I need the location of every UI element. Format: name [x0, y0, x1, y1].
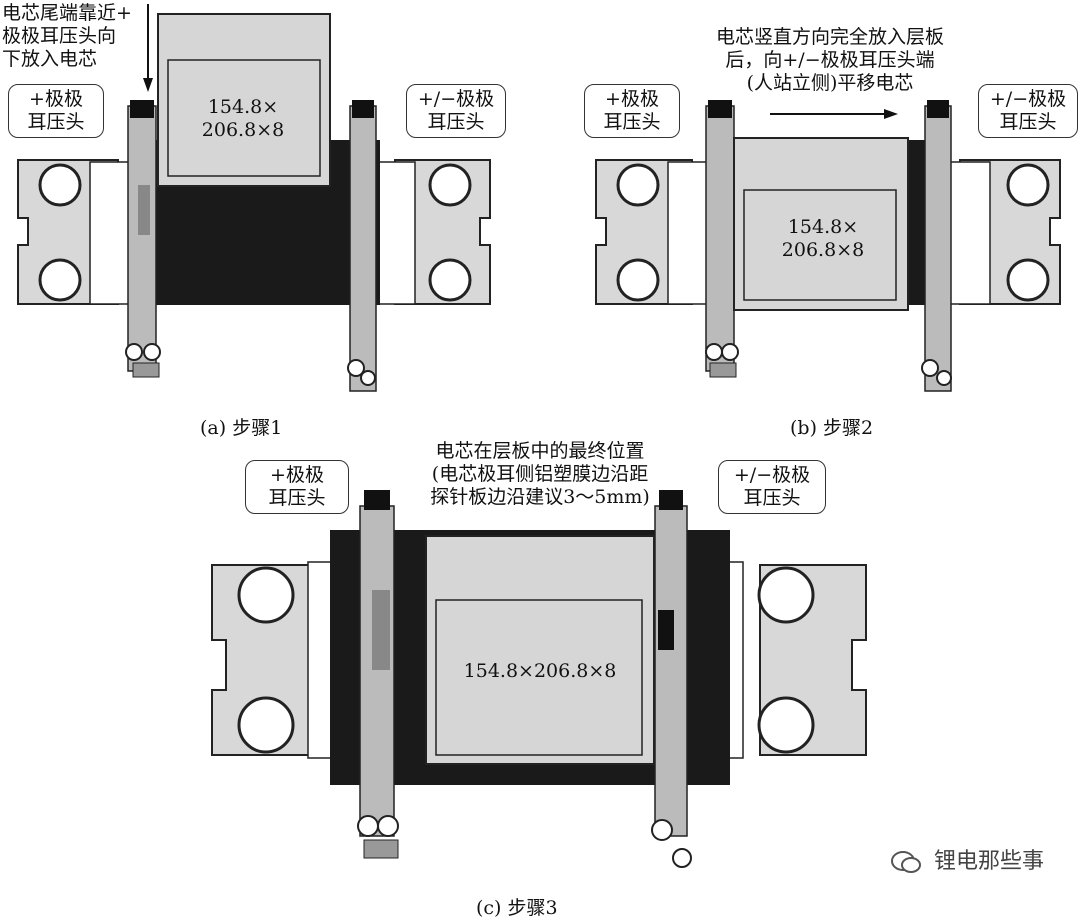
note-line: 探针板边沿建议3～5mm) — [430, 486, 650, 508]
cell-line: 206.8×8 — [201, 119, 285, 141]
callout-line: 耳压头 — [603, 111, 661, 133]
callout-line: 耳压头 — [268, 487, 326, 509]
watermark-text: 锂电那些事 — [933, 849, 1044, 874]
callout-line: +/−极极 — [733, 464, 811, 486]
note-line: 电芯尾端靠近+ — [2, 2, 132, 24]
cell-line: 154.8× — [207, 96, 279, 118]
callout-line: +极极 — [605, 88, 659, 110]
cell-dimension-label: 154.8× 206.8×8 — [768, 216, 878, 262]
callout-line: 耳压头 — [743, 487, 801, 509]
note-line: 电芯在层板中的最终位置 — [435, 440, 645, 462]
callout-negative: +/−极极 耳压头 — [406, 84, 506, 138]
callout-negative: +/−极极 耳压头 — [718, 460, 826, 514]
note-line: (人站立侧)平移电芯 — [746, 72, 914, 94]
caption: (b) 步骤2 — [790, 417, 874, 439]
callout-line: +/−极极 — [989, 88, 1067, 110]
callout-line: 耳压头 — [427, 111, 485, 133]
wechat-icon — [890, 851, 921, 873]
note-line: 下放入电芯 — [2, 48, 98, 70]
callout-line: +极极 — [270, 464, 324, 486]
caption: (c) 步骤3 — [476, 897, 558, 919]
callout-positive: +极极 耳压头 — [584, 84, 680, 138]
note-line: 后，向+/−极极耳压头端 — [725, 49, 935, 71]
callout-positive: +极极 耳压头 — [8, 84, 104, 138]
note-line: 极极耳压头向 — [2, 25, 117, 47]
callout-positive: +极极 耳压头 — [245, 460, 349, 514]
callout-line: 耳压头 — [999, 111, 1057, 133]
note-line: (电芯极耳侧铝塑膜边沿距 — [431, 463, 649, 485]
cell-line: 206.8×8 — [781, 239, 865, 261]
callout-line: +极极 — [29, 88, 83, 110]
note-line: 电芯竖直方向完全放入层板 — [715, 26, 944, 48]
cell-line: 154.8× — [787, 216, 859, 238]
caption: (a) 步骤1 — [200, 417, 283, 439]
cell-line: 154.8×206.8×8 — [463, 660, 617, 682]
cell-dimension-label: 154.8× 206.8×8 — [188, 96, 298, 142]
callout-negative: +/−极极 耳压头 — [978, 84, 1078, 138]
callout-line: 耳压头 — [27, 111, 85, 133]
callout-line: +/−极极 — [417, 88, 495, 110]
watermark: 锂电那些事 — [890, 843, 1044, 875]
cell-dimension-label: 154.8×206.8×8 — [450, 660, 630, 683]
